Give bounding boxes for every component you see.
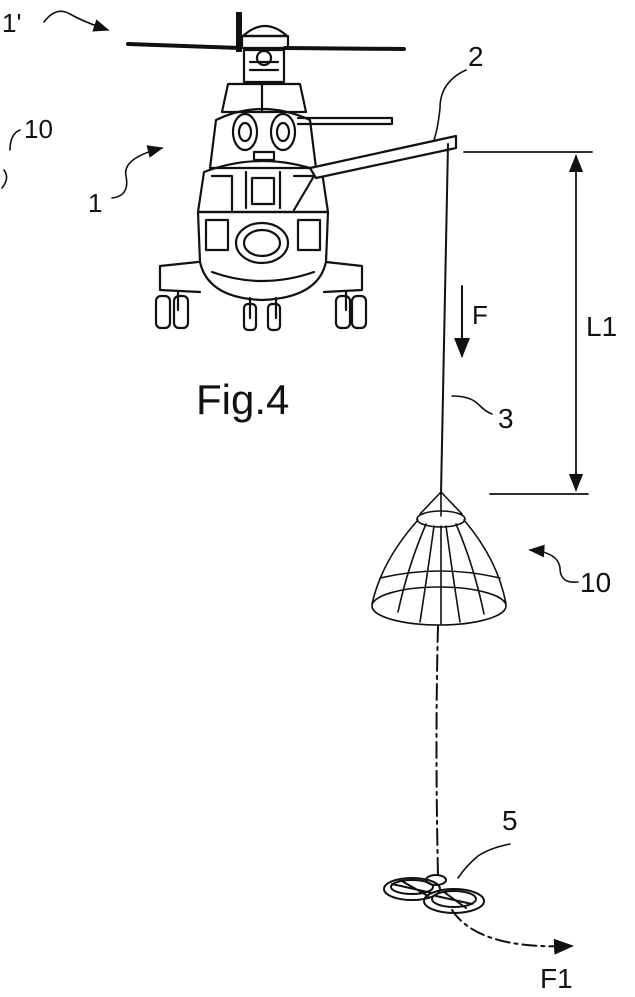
- parachute: [371, 491, 507, 626]
- leader-3: [451, 395, 493, 415]
- hoist-boom: [308, 134, 458, 180]
- leader-1: [111, 145, 164, 199]
- pull-arrow: [451, 909, 574, 955]
- label-helicopter-alt: 1': [2, 8, 21, 38]
- leader-5: [457, 843, 511, 879]
- label-cable: 3: [498, 403, 514, 434]
- tail-plane: [296, 116, 394, 126]
- leader-1prime: [43, 10, 110, 32]
- label-boom: 2: [468, 41, 484, 72]
- hoist-cable: [440, 143, 449, 495]
- label-helicopter: 1: [88, 188, 102, 218]
- label-pull: F1: [540, 963, 573, 994]
- ring-frame: [383, 874, 485, 914]
- label-ring-frame: 5: [502, 805, 518, 836]
- tow-line: [435, 625, 439, 877]
- main-rotor: [126, 42, 406, 51]
- leader-2: [433, 69, 467, 141]
- label-parachute: 10: [580, 567, 611, 598]
- dimension-l1: [463, 151, 593, 495]
- leader-10-alt: [1, 129, 21, 189]
- leader-10: [528, 544, 579, 584]
- helicopter: [126, 12, 406, 332]
- label-parachute-alt: 10: [24, 114, 53, 144]
- label-length: L1: [586, 311, 617, 342]
- label-force: F: [472, 300, 488, 330]
- figure-caption: Fig.4: [196, 376, 289, 423]
